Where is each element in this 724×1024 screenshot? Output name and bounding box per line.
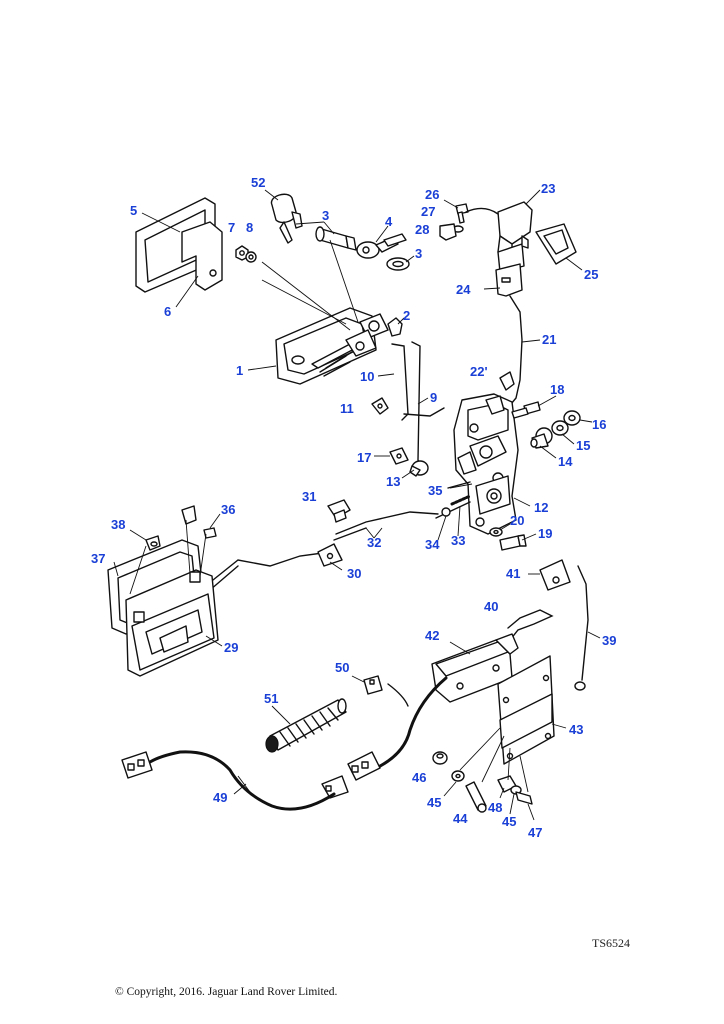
rod-clip-part	[371, 397, 389, 415]
callout-26: 26	[425, 187, 439, 202]
key-part	[270, 193, 303, 244]
callout-12: 12	[534, 500, 548, 515]
escutcheon-frame-part	[135, 197, 223, 293]
washer-part	[563, 410, 581, 426]
callout-34: 34	[425, 537, 440, 552]
rod-connector-part	[317, 543, 343, 567]
bolt-part	[465, 781, 487, 813]
callout-50: 50	[335, 660, 349, 675]
callout-4: 4	[385, 214, 393, 229]
connector-part	[363, 675, 383, 695]
harness-connector-part	[321, 751, 381, 799]
callout-20: 20	[510, 513, 524, 528]
washer-part	[245, 251, 257, 263]
rod-clip-part	[499, 371, 515, 391]
callout-23: 23	[541, 181, 555, 196]
callout-24: 24	[456, 282, 471, 297]
copyright-notice: © Copyright, 2016. Jaguar Land Rover Lim…	[115, 986, 338, 998]
callout-36: 36	[221, 502, 235, 517]
callout-25: 25	[584, 267, 598, 282]
mounting-plate-part	[497, 655, 555, 765]
bracket-part	[539, 559, 571, 591]
handle-bezel-part	[535, 223, 577, 265]
callout-39: 39	[602, 633, 616, 648]
callout-52: 52	[251, 175, 265, 190]
callout-7: 7	[228, 220, 235, 235]
callout-38: 38	[111, 517, 125, 532]
washer-part	[451, 770, 465, 782]
callout-44: 44	[453, 811, 468, 826]
callout-2: 2	[403, 308, 410, 323]
callout-46: 46	[412, 770, 426, 785]
callout-28: 28	[415, 222, 429, 237]
callout-47: 47	[528, 825, 542, 840]
callout-22: 22'	[470, 364, 488, 379]
callout-29: 29	[224, 640, 238, 655]
callout-35: 35	[428, 483, 442, 498]
callout-31: 31	[302, 489, 316, 504]
washer-part	[489, 527, 503, 537]
callout-labels: 1 2 3 3 4 5 6 7 8 9 10 11 12 13 14 15 16…	[91, 175, 616, 840]
lock-barrel-part	[315, 226, 357, 251]
callout-48: 48	[488, 800, 502, 815]
clip-part	[389, 447, 409, 465]
callout-13: 13	[386, 474, 400, 489]
washer-part	[551, 420, 569, 436]
callout-17: 17	[357, 450, 371, 465]
screw-part	[203, 527, 217, 539]
rod-clip-part	[327, 499, 351, 523]
callout-19: 19	[538, 526, 552, 541]
door-latch-part	[453, 393, 519, 535]
callout-14: 14	[558, 454, 573, 469]
callout-27: 27	[421, 204, 435, 219]
callout-41: 41	[506, 566, 520, 581]
callout-5: 5	[130, 203, 137, 218]
clip-part	[439, 223, 457, 241]
callout-45: 45	[427, 795, 441, 810]
bolt-part	[511, 401, 541, 419]
callout-10: 10	[360, 369, 374, 384]
callout-43: 43	[569, 722, 583, 737]
figure-reference-code: TS6524	[592, 936, 630, 950]
exterior-handle-part	[275, 307, 389, 385]
callout-3: 3	[322, 208, 329, 223]
callout-6: 6	[164, 304, 171, 319]
callout-21: 21	[542, 332, 556, 347]
lock-cam-part	[356, 233, 407, 259]
grommet-part	[265, 698, 347, 753]
callout-1: 1	[236, 363, 243, 378]
callout-49: 49	[213, 790, 227, 805]
callout-40: 40	[484, 599, 498, 614]
callout-32: 32	[367, 535, 381, 550]
callout-30: 30	[347, 566, 361, 581]
screw-part	[499, 534, 527, 551]
callout-33: 33	[451, 533, 465, 548]
striker-pin-part	[530, 427, 553, 449]
exterior-handle-lower-part	[125, 569, 219, 677]
screw-part	[145, 535, 161, 551]
lock-clip-part	[386, 257, 410, 271]
bush-part	[409, 460, 429, 477]
handle-bracket-part	[495, 263, 523, 297]
callout-15: 15	[576, 438, 590, 453]
callout-18: 18	[550, 382, 564, 397]
callout-45b: 45	[502, 814, 516, 829]
callout-37: 37	[91, 551, 105, 566]
callout-8: 8	[246, 220, 253, 235]
harness-plug-part	[121, 751, 153, 779]
bolt-part	[515, 791, 533, 805]
callout-3b: 3	[415, 246, 422, 261]
nut-part	[432, 751, 448, 765]
callout-42: 42	[425, 628, 439, 643]
callout-9: 9	[430, 390, 437, 405]
clip-part	[181, 505, 197, 525]
clip-part	[387, 317, 403, 337]
screw-part	[455, 203, 469, 224]
callout-16: 16	[592, 417, 606, 432]
lock-actuator-part	[431, 633, 519, 703]
interior-handle-part	[497, 201, 533, 273]
callout-11: 11	[340, 401, 354, 416]
callout-51: 51	[264, 691, 278, 706]
